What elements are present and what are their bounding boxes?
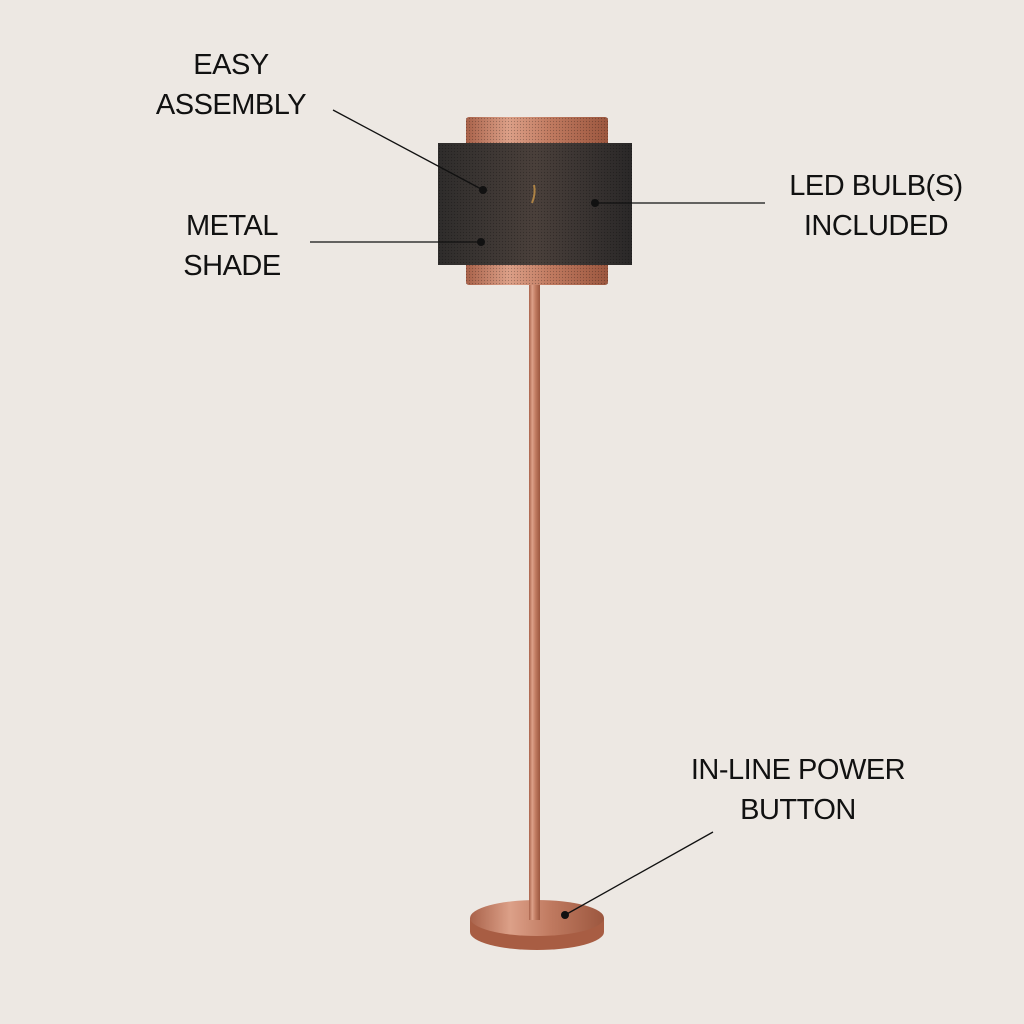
callout-text: EASY: [193, 49, 269, 81]
callout-text: BUTTON: [740, 794, 856, 826]
callout-line-easy-assembly: [332, 109, 484, 191]
callout-text: SHADE: [183, 250, 281, 282]
lamp-shade: [438, 117, 632, 285]
callout-text: IN-LINE POWER: [690, 754, 906, 786]
callout-easy-assembly: EASY ASSEMBLY: [155, 45, 307, 125]
lamp-pole: [529, 285, 540, 920]
callout-metal-shade: METAL SHADE: [183, 206, 281, 286]
callout-text: ASSEMBLY: [155, 89, 307, 121]
callout-text: LED BULB(S): [789, 170, 963, 202]
callout-text: INCLUDED: [803, 210, 949, 242]
callout-led-bulbs: LED BULB(S) INCLUDED: [789, 166, 963, 246]
callout-text: METAL: [185, 210, 279, 242]
callout-power-button: IN-LINE POWER BUTTON: [690, 750, 906, 830]
callout-line-power-button: [564, 831, 714, 916]
